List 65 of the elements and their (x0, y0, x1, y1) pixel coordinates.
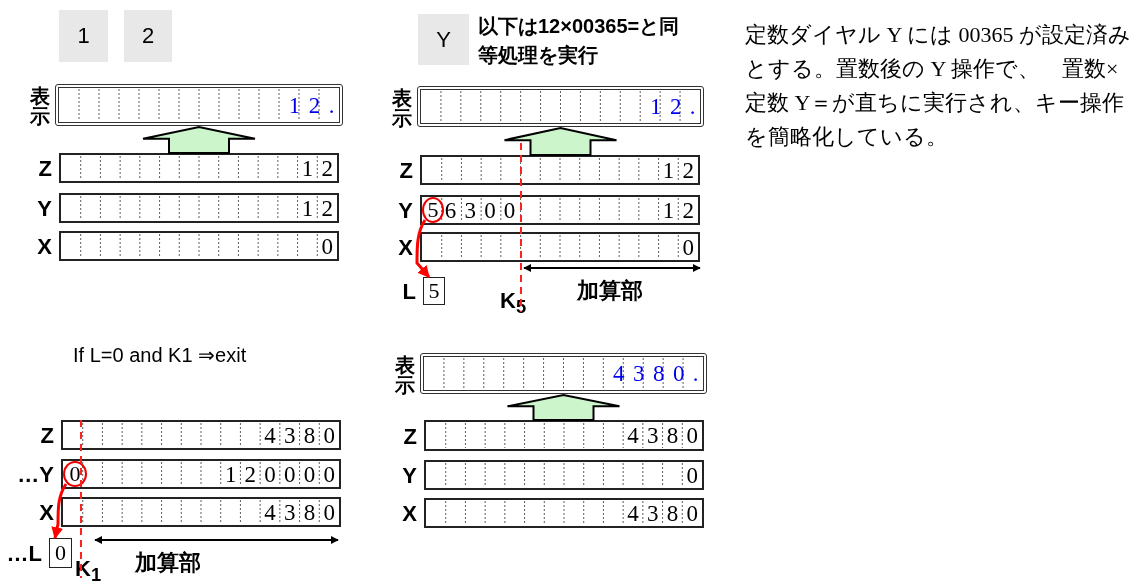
display-label: 表示 (392, 88, 412, 128)
register-digits: 12 (662, 157, 703, 183)
display-digits: 12. (288, 91, 343, 120)
l-register: 0 (49, 538, 72, 568)
register-name: Y (37, 198, 52, 220)
register-name: Z (38, 158, 52, 180)
register-digits: 12 (301, 195, 342, 221)
register-name: X (39, 502, 54, 524)
register-digits: 12 (301, 155, 342, 181)
register-row (424, 460, 704, 490)
key-button: 1 (59, 10, 108, 62)
description-paragraph: 定数ダイヤル Y には 00365 が設定済みとする。置数後の Y 操作で、 置数×定数 Y＝が直ちに実行され、キー操作を簡略化している。 (745, 21, 1133, 152)
register-digits: 4380 (264, 499, 344, 525)
register-row (59, 153, 339, 183)
circled-digit: 0 (63, 461, 87, 487)
register-name: Y (398, 200, 413, 222)
condition-text: If L=0 and K1 ⇒exit (73, 343, 247, 367)
register-digits: 4380 (264, 422, 344, 448)
register-digits: 0 (321, 233, 342, 259)
display-register (420, 353, 707, 394)
circled-digit: 5 (422, 197, 444, 223)
register-digits: 12 (662, 197, 703, 223)
register-name: X (398, 237, 413, 259)
register-digits: 0 (682, 234, 703, 260)
register-name: …Y (17, 464, 54, 486)
key-button: Y (418, 14, 469, 65)
arrow (51, 483, 68, 540)
register-digits: 4380 (627, 500, 707, 526)
register-name: X (37, 236, 52, 258)
adder-label: 加算部 (577, 277, 643, 305)
register-row (59, 231, 339, 261)
register-name: L (402, 281, 416, 303)
block-arrow (142, 125, 256, 154)
register-digits: 6300 (444, 197, 524, 223)
display-register (55, 84, 343, 126)
register-row (61, 497, 341, 527)
register-row (424, 498, 704, 528)
register-name: Z (399, 160, 413, 182)
register-name: X (402, 503, 417, 525)
display-label: 表示 (30, 86, 50, 126)
register-row (420, 195, 700, 225)
register-row (59, 193, 339, 223)
block-arrow (503, 126, 618, 156)
note-text: 以下は12×00365=と同等処理を実行 (478, 14, 681, 68)
register-row (420, 155, 700, 185)
register-row (61, 420, 341, 450)
adder-label: 加算部 (135, 549, 201, 577)
register-name: Z (40, 425, 54, 447)
register-row (61, 459, 341, 489)
display-digits: 12. (649, 93, 704, 121)
register-digits: 120000 (224, 461, 344, 487)
register-name: …L (6, 543, 42, 565)
register-name: Y (402, 465, 417, 487)
register-row (424, 420, 704, 451)
display-digits: 4380. (613, 360, 707, 388)
display-label: 表示 (395, 355, 415, 395)
register-row (420, 232, 700, 262)
block-arrow (506, 394, 621, 421)
register-name: Z (403, 425, 417, 448)
register-digits: 4380 (627, 422, 707, 449)
arrow (415, 219, 431, 278)
display-register (417, 86, 704, 127)
l-register: 5 (423, 277, 445, 305)
key-button: 2 (124, 10, 172, 62)
register-digits: 0 (686, 462, 707, 488)
